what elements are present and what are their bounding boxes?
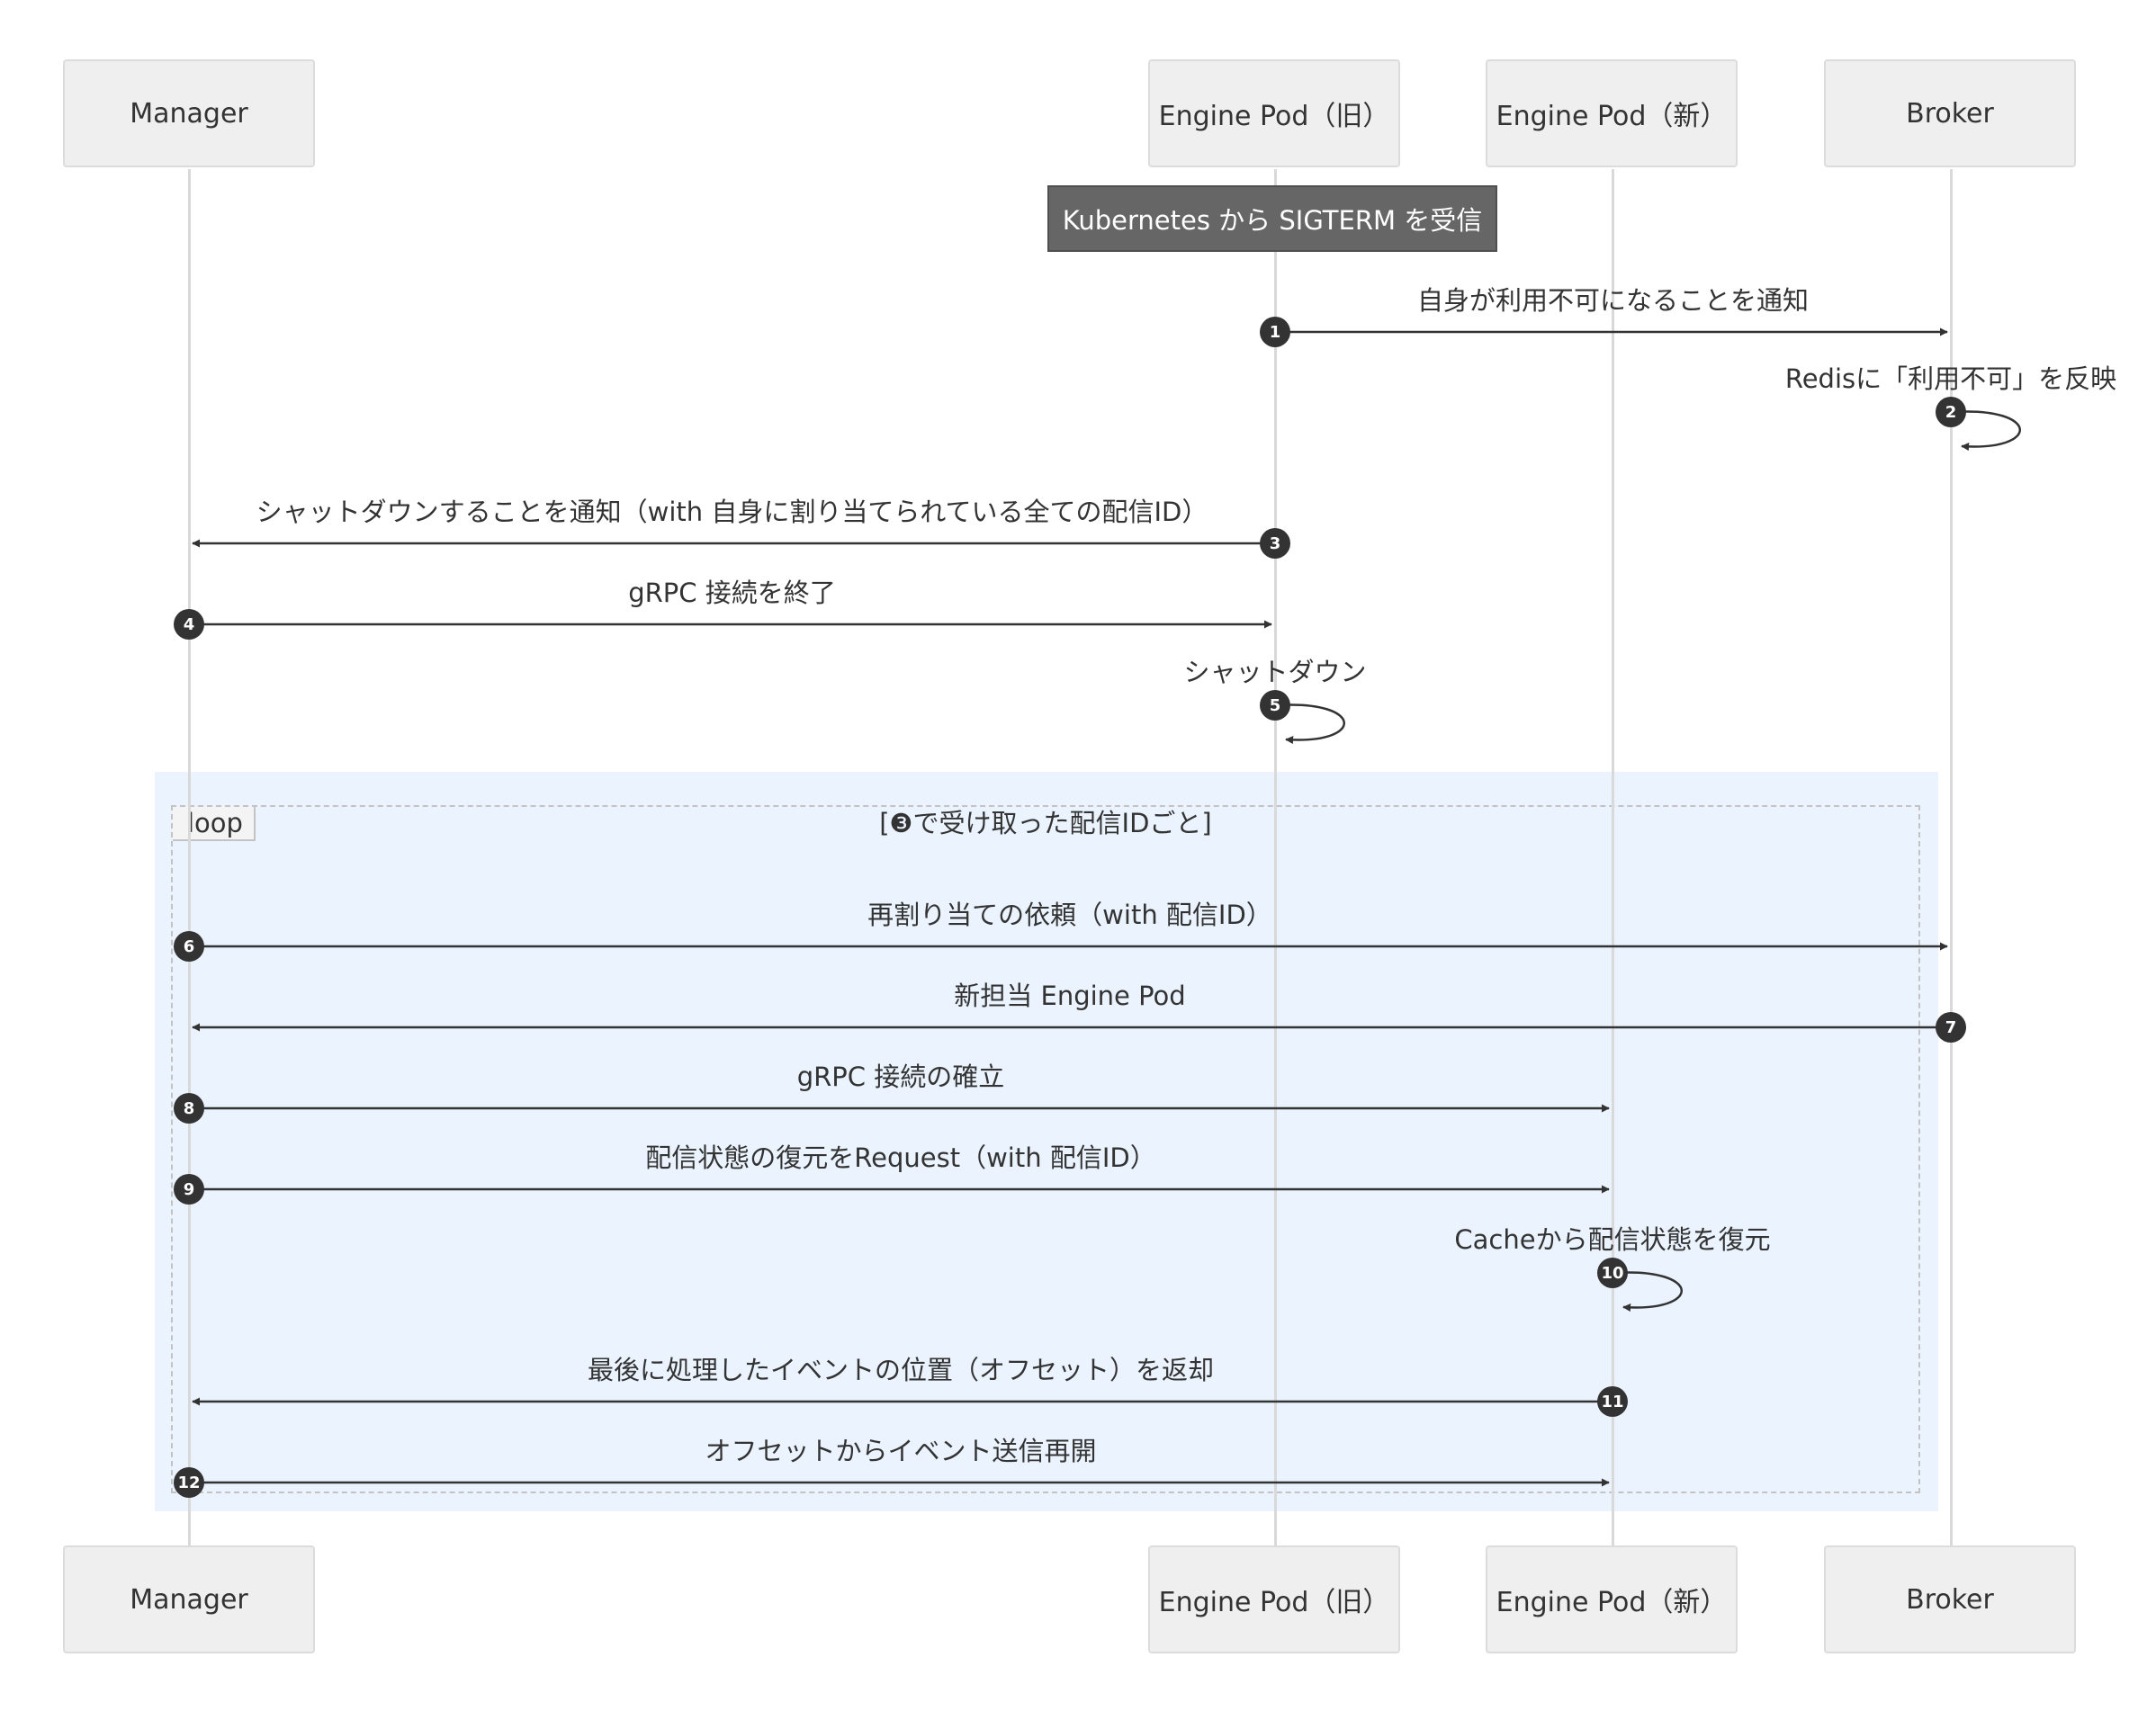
step-number-badge-7: 7 [1936, 1012, 1966, 1043]
step-number-badge-6: 6 [174, 931, 204, 962]
loop-background [155, 772, 1938, 1511]
step-number-badge-4: 4 [174, 609, 204, 640]
loop-frame: loop [❸で受け取った配信IDごと] [171, 805, 1920, 1493]
note-sigterm: Kubernetes から SIGTERM を受信 [1047, 185, 1497, 252]
self-message-arrow-5 [1276, 703, 1345, 745]
message-label-11: 最後に処理したイベントの位置（オフセット）を返却 [587, 1355, 1215, 1385]
message-label-5: シャットダウン [1183, 657, 1367, 687]
step-number-badge-3: 3 [1260, 528, 1290, 559]
message-label-4: gRPC 接続を終了 [628, 578, 836, 608]
lifeline-engine-pod-old [1274, 169, 1277, 1545]
step-number-badge-12: 12 [174, 1467, 204, 1498]
message-label-1: 自身が利用不可になることを通知 [1416, 285, 1810, 316]
actor-engine-pod-new-top: Engine Pod（新） [1486, 59, 1738, 167]
actor-engine-pod-new-bottom: Engine Pod（新） [1486, 1545, 1738, 1653]
message-label-3: シャットダウンすることを通知（with 自身に割り当てられている全ての配信ID） [256, 497, 1208, 527]
message-label-12: オフセットからイベント送信再開 [705, 1436, 1097, 1466]
lifeline-broker [1950, 169, 1953, 1545]
message-label-10: Cacheから配信状態を復元 [1454, 1224, 1771, 1255]
actor-engine-pod-old-top: Engine Pod（旧） [1148, 59, 1400, 167]
message-label-8: gRPC 接続の確立 [796, 1062, 1005, 1092]
loop-tag: loop [173, 807, 256, 841]
message-label-9: 配信状態の復元をRequest（with 配信ID） [645, 1142, 1156, 1173]
step-number-badge-9: 9 [174, 1174, 204, 1205]
step-number-badge-10: 10 [1597, 1258, 1628, 1288]
self-message-arrow-10 [1613, 1271, 1683, 1312]
self-message-arrow-2 [1952, 410, 2021, 452]
step-number-badge-8: 8 [174, 1093, 204, 1124]
actor-broker-bottom: Broker [1824, 1545, 2076, 1653]
lifeline-engine-pod-new [1612, 169, 1614, 1545]
message-label-7: 新担当 Engine Pod [954, 981, 1186, 1011]
lifeline-manager [188, 169, 191, 1545]
actor-broker-top: Broker [1824, 59, 2076, 167]
message-label-2: Redisに「利用不可」を反映 [1784, 363, 2117, 394]
step-number-badge-5: 5 [1260, 690, 1290, 721]
message-label-6: 再割り当ての依頼（with 配信ID） [867, 900, 1272, 930]
step-number-badge-1: 1 [1260, 317, 1290, 347]
actor-engine-pod-old-bottom: Engine Pod（旧） [1148, 1545, 1400, 1653]
loop-condition: [❸で受け取った配信IDごと] [879, 808, 1212, 838]
actor-manager-top: Manager [63, 59, 315, 167]
actor-manager-bottom: Manager [63, 1545, 315, 1653]
step-number-badge-11: 11 [1597, 1386, 1628, 1417]
step-number-badge-2: 2 [1936, 397, 1966, 427]
